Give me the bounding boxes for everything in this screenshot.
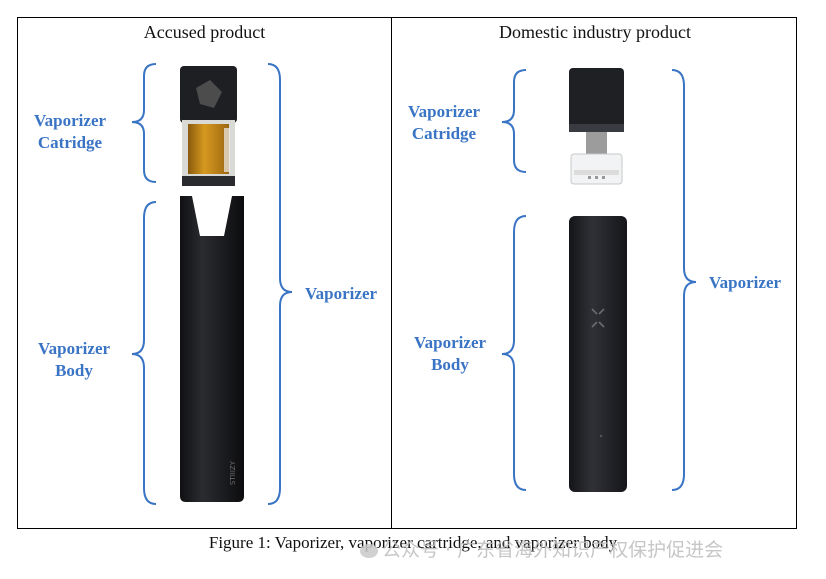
left-vaporizer-bracket — [267, 63, 293, 505]
domestic-product-title: Domestic industry product — [499, 22, 691, 42]
watermark-text: 公众号 · 广东省海外知识产权保护促进会 — [382, 539, 724, 561]
right-body-bracket — [501, 215, 527, 491]
watermark: 公众号 · 广东省海外知识产权保护促进会 — [360, 535, 723, 562]
right-catridge-label-line1: Vaporizer — [407, 102, 481, 121]
left-body-bracket — [131, 201, 157, 505]
left-vaporizer-label: Vaporizer — [304, 284, 378, 303]
right-vaporizer-label: Vaporizer — [708, 273, 782, 292]
domestic-cartridge — [569, 68, 624, 185]
right-catridge-bracket — [501, 69, 527, 173]
figure-frame: Accused product Domestic industry produc… — [17, 17, 797, 529]
left-catridge-label-line2: Catridge — [37, 133, 103, 152]
figure-caption: Figure 1: Vaporizer, vaporizer cartridge… — [208, 533, 618, 552]
right-body-label-line1: Vaporizer — [413, 333, 487, 352]
accused-cartridge — [180, 66, 237, 186]
left-brackets — [131, 63, 293, 505]
accused-body: STIIIZY — [180, 196, 244, 502]
accused-body-brand-text: STIIIZY — [229, 460, 237, 485]
left-body-label-line2: Body — [55, 361, 93, 380]
left-body-label: Vaporizer Body — [24, 338, 124, 382]
left-body-label-line1: Vaporizer — [37, 339, 111, 358]
right-body-label-line2: Body — [431, 355, 469, 374]
right-catridge-label-line2: Catridge — [411, 124, 477, 143]
domestic-body-x-logo — [591, 308, 605, 328]
left-catridge-label: Vaporizer Catridge — [20, 110, 120, 154]
domestic-body — [569, 216, 627, 492]
right-brackets — [501, 69, 697, 491]
wechat-icon — [360, 543, 378, 558]
accused-product-title: Accused product — [143, 22, 266, 42]
panel-divider — [391, 18, 392, 528]
right-body-label: Vaporizer Body — [398, 332, 502, 376]
left-catridge-bracket — [131, 63, 157, 183]
right-catridge-label: Vaporizer Catridge — [392, 101, 496, 145]
right-vaporizer-bracket — [671, 69, 697, 491]
left-catridge-label-line1: Vaporizer — [33, 111, 107, 130]
